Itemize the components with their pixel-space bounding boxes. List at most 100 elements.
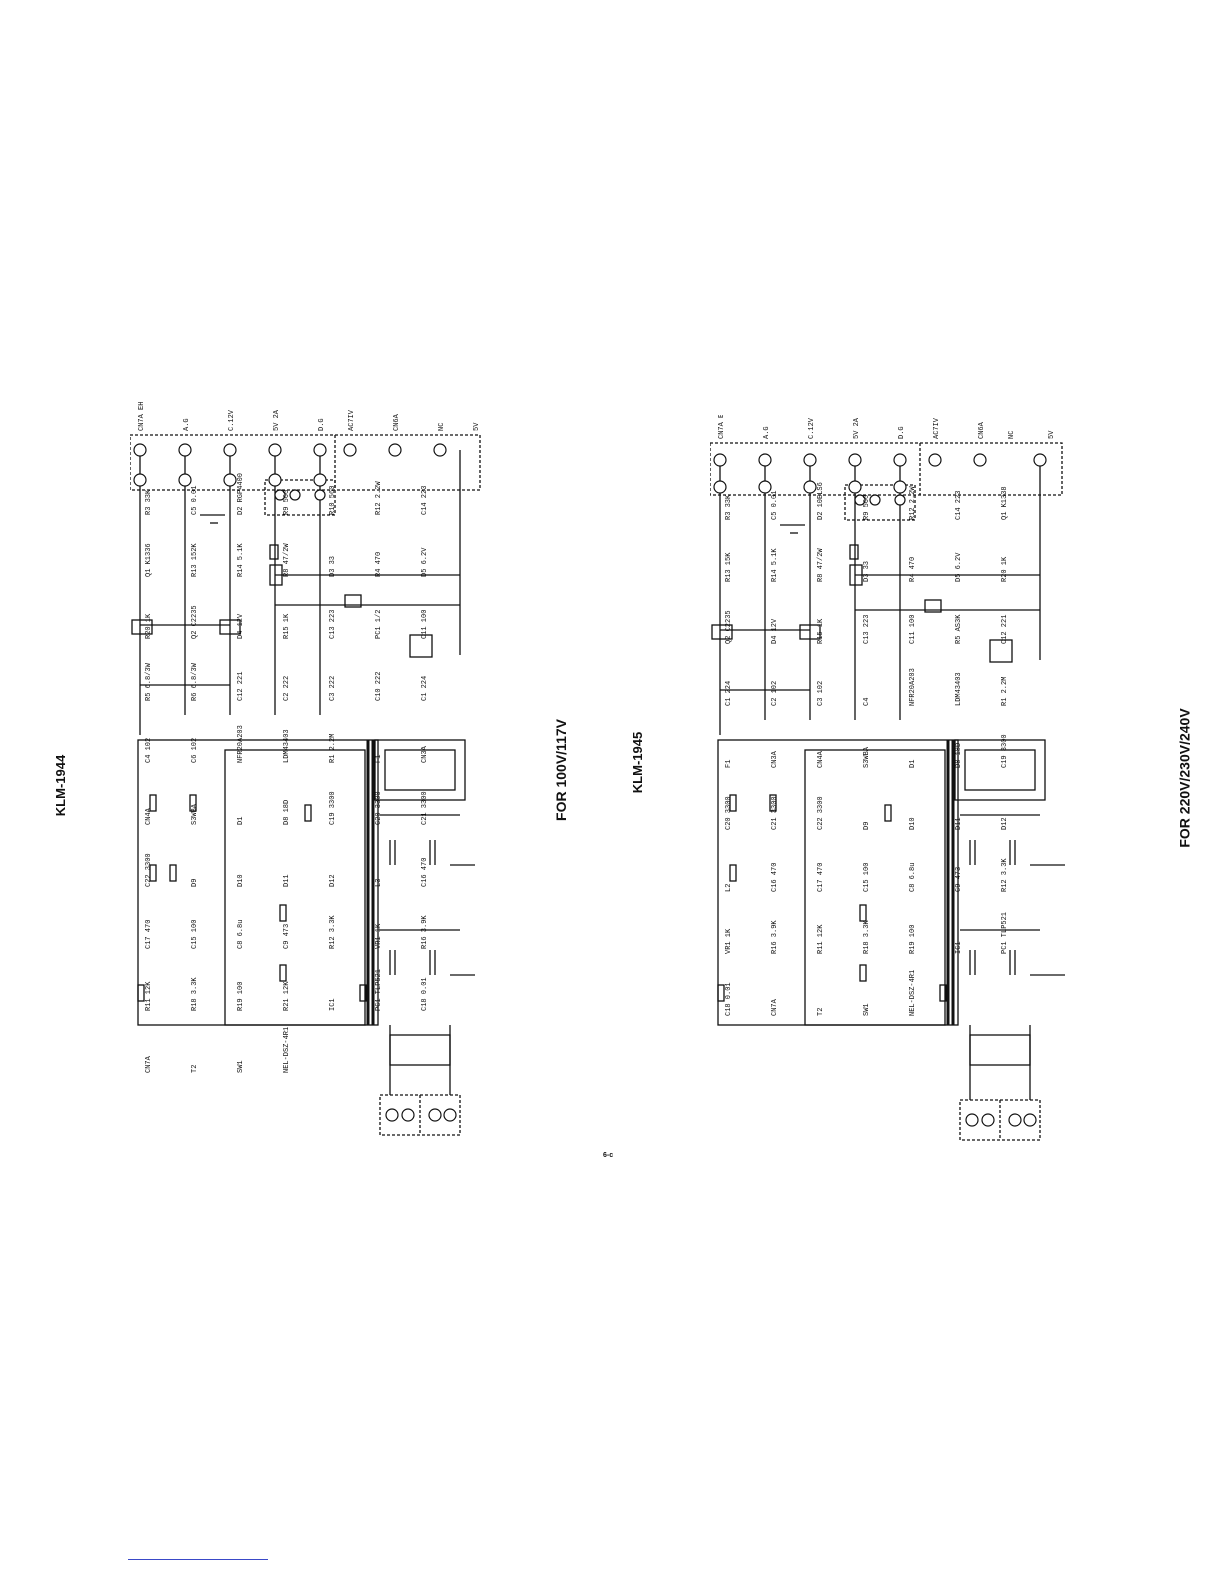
part-label: C3 102	[817, 681, 825, 706]
part-label: C22 3300	[145, 853, 153, 887]
connector-label: A.G	[763, 426, 771, 439]
part-label: C14 223	[421, 486, 429, 515]
part-label: S3WBA	[191, 803, 199, 825]
part-label: R15 1K	[283, 613, 291, 639]
part-label: C18 0.01	[725, 982, 733, 1016]
part-label: SW1	[237, 1060, 245, 1073]
part-label: D8 18D	[283, 800, 291, 825]
part-label: NEL-DSZ-4R1	[283, 1027, 291, 1073]
part-label: R3 33K	[145, 489, 153, 515]
part-label: C5 0.01	[771, 491, 779, 520]
part-label: D9	[191, 879, 199, 887]
part-label: R13 15K	[725, 552, 733, 582]
connector-label: 5V 2A	[853, 417, 861, 439]
part-label: C4 102	[145, 738, 153, 763]
part-label: F1	[725, 760, 733, 768]
part-label: LDM43403	[283, 729, 291, 763]
part-label: R11 12K	[145, 981, 153, 1011]
part-label: C16 470	[421, 858, 429, 887]
part-label: NEL-DSZ-4R1	[909, 970, 917, 1016]
part-label: R16 3.9K	[771, 920, 779, 954]
part-label: R14 5.1K	[237, 543, 245, 577]
part-label: R12 2.2W	[909, 486, 917, 520]
connector-label: C.12V	[808, 417, 816, 439]
part-label: D10	[909, 817, 917, 830]
part-label: SW1	[863, 1003, 871, 1016]
part-label: D5 6.2V	[421, 547, 429, 577]
part-label: R8 47/2W	[283, 543, 291, 577]
part-label: R14 5.1K	[771, 548, 779, 582]
connector-label: CN7A EH	[138, 402, 146, 431]
primary-frame	[717, 739, 959, 1026]
part-label: R1 2.2M	[1001, 677, 1009, 706]
part-label: D3 33	[863, 561, 871, 582]
connector-label: D.G	[898, 426, 906, 439]
part-label: D4 12V	[771, 618, 779, 644]
connector-label: D.G	[318, 418, 326, 431]
part-label: S3WBA	[863, 746, 871, 768]
part-label: C8 6.8u	[237, 920, 245, 949]
part-label: C12 221	[1001, 615, 1009, 644]
part-label: C10 222	[375, 672, 383, 701]
part-label: R1 2.2M	[329, 734, 337, 763]
part-label: NFR20A203	[237, 725, 245, 763]
part-label: CN4A	[145, 807, 153, 825]
connector-label: CN7A EH	[718, 415, 726, 439]
connector-label: CN6A	[978, 421, 986, 439]
part-label: C11 100	[909, 615, 917, 644]
part-label: R19 100	[909, 925, 917, 954]
part-label: IC1	[955, 941, 963, 954]
part-label: C17 470	[145, 920, 153, 949]
part-label: D5 6.2V	[955, 552, 963, 582]
part-label: F1	[375, 755, 383, 763]
part-label: C20 3300	[725, 796, 733, 830]
part-label: R9 560	[283, 490, 291, 515]
part-label: C17 470	[817, 863, 825, 892]
part-label: C19 3300	[1001, 734, 1009, 768]
part-label: D11	[955, 817, 963, 830]
part-label: C13 223	[863, 615, 871, 644]
connector-label: AC7IV	[933, 417, 941, 439]
part-label: C11 100	[421, 610, 429, 639]
part-label: D2 RGP4400	[237, 473, 245, 515]
part-label: C15 100	[863, 863, 871, 892]
part-label: R3 33K	[725, 494, 733, 520]
connector-label: 5V	[1048, 430, 1056, 439]
part-label: R18 3.3K	[863, 920, 871, 954]
part-label: R20 1K	[1001, 556, 1009, 582]
part-label: C13 223	[329, 610, 337, 639]
part-label: D1	[237, 817, 245, 825]
part-label: L3	[375, 879, 383, 887]
part-label: R4 470	[375, 552, 383, 577]
primary-frame	[137, 739, 379, 1026]
model-title-right: KLM-1945	[630, 731, 646, 794]
part-label: PC1 TLP521	[375, 969, 383, 1011]
part-label: PC1 1/2	[375, 610, 383, 639]
part-label: VR1 1K	[725, 928, 733, 954]
part-label: R19 100	[237, 982, 245, 1011]
part-label: D12	[1001, 817, 1009, 830]
part-label: R12 3.3K	[329, 915, 337, 949]
part-label: C22 3300	[817, 796, 825, 830]
output-connector-box	[710, 442, 1063, 496]
part-label: C21 3300	[771, 796, 779, 830]
part-label: Q1 K1338	[1001, 486, 1009, 520]
part-label: C21 3300	[421, 791, 429, 825]
part-label: R16 3.9K	[421, 915, 429, 949]
caption-right: FOR 220V/230V/240V	[1176, 708, 1193, 848]
part-label: R21 12K	[283, 981, 291, 1011]
connector-label: 5V 2A	[273, 409, 281, 431]
footer-rule	[128, 1559, 268, 1560]
part-label: R9 560	[863, 495, 871, 520]
part-label: C6 102	[191, 738, 199, 763]
part-label: CN7A	[145, 1055, 153, 1073]
part-label: R5 AS3K	[955, 614, 963, 644]
part-label: CN3A	[771, 750, 779, 768]
part-label: C3 222	[329, 676, 337, 701]
part-label: CN7A	[771, 998, 779, 1016]
caption-left: FOR 100V/117V	[552, 719, 569, 821]
part-label: VR1 1K	[375, 923, 383, 949]
part-label: C16 470	[771, 863, 779, 892]
